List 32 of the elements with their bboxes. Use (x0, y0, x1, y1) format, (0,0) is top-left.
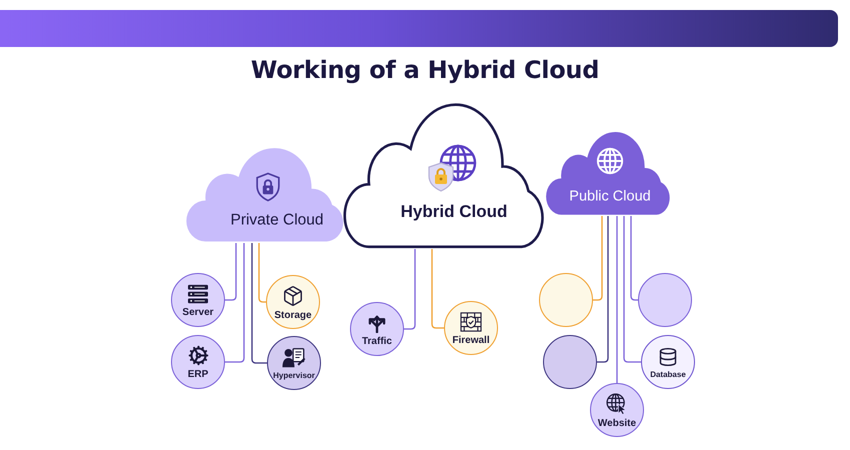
node-label: Storage (274, 310, 312, 322)
connector-line (623, 216, 641, 363)
resource-circle (350, 302, 404, 356)
node-label: Server (182, 306, 214, 318)
node-label: Firewall (452, 334, 490, 346)
node-label: Traffic (362, 336, 392, 348)
node-label: Website (598, 418, 636, 430)
cloud-label: Private Cloud (230, 212, 324, 230)
diagram-title: Working of a Hybrid Cloud (250, 56, 600, 85)
node-label: Database (650, 370, 686, 380)
resource-circle (171, 335, 225, 389)
connector-line (225, 243, 237, 301)
cloud-label: Hybrid Cloud (400, 202, 508, 222)
connector-line (616, 216, 618, 383)
node-label: Hypervisor (273, 371, 315, 381)
resource-circle (444, 301, 498, 355)
resource-circle (266, 275, 320, 329)
resource-circle (267, 336, 321, 390)
resource-circle (590, 383, 644, 437)
node-label: ERP (188, 369, 208, 381)
connector-line (225, 243, 245, 363)
connector-line (251, 243, 267, 364)
connector-line (258, 243, 266, 303)
connector-line (597, 216, 609, 363)
resource-circle (539, 273, 593, 327)
resource-circle (641, 335, 695, 389)
resource-circle (638, 273, 692, 327)
connector-line (593, 216, 603, 301)
resource-circle (171, 273, 225, 327)
cloud-label: Public Cloud (569, 188, 651, 206)
connector-line (630, 216, 638, 301)
resource-circle (543, 335, 597, 389)
